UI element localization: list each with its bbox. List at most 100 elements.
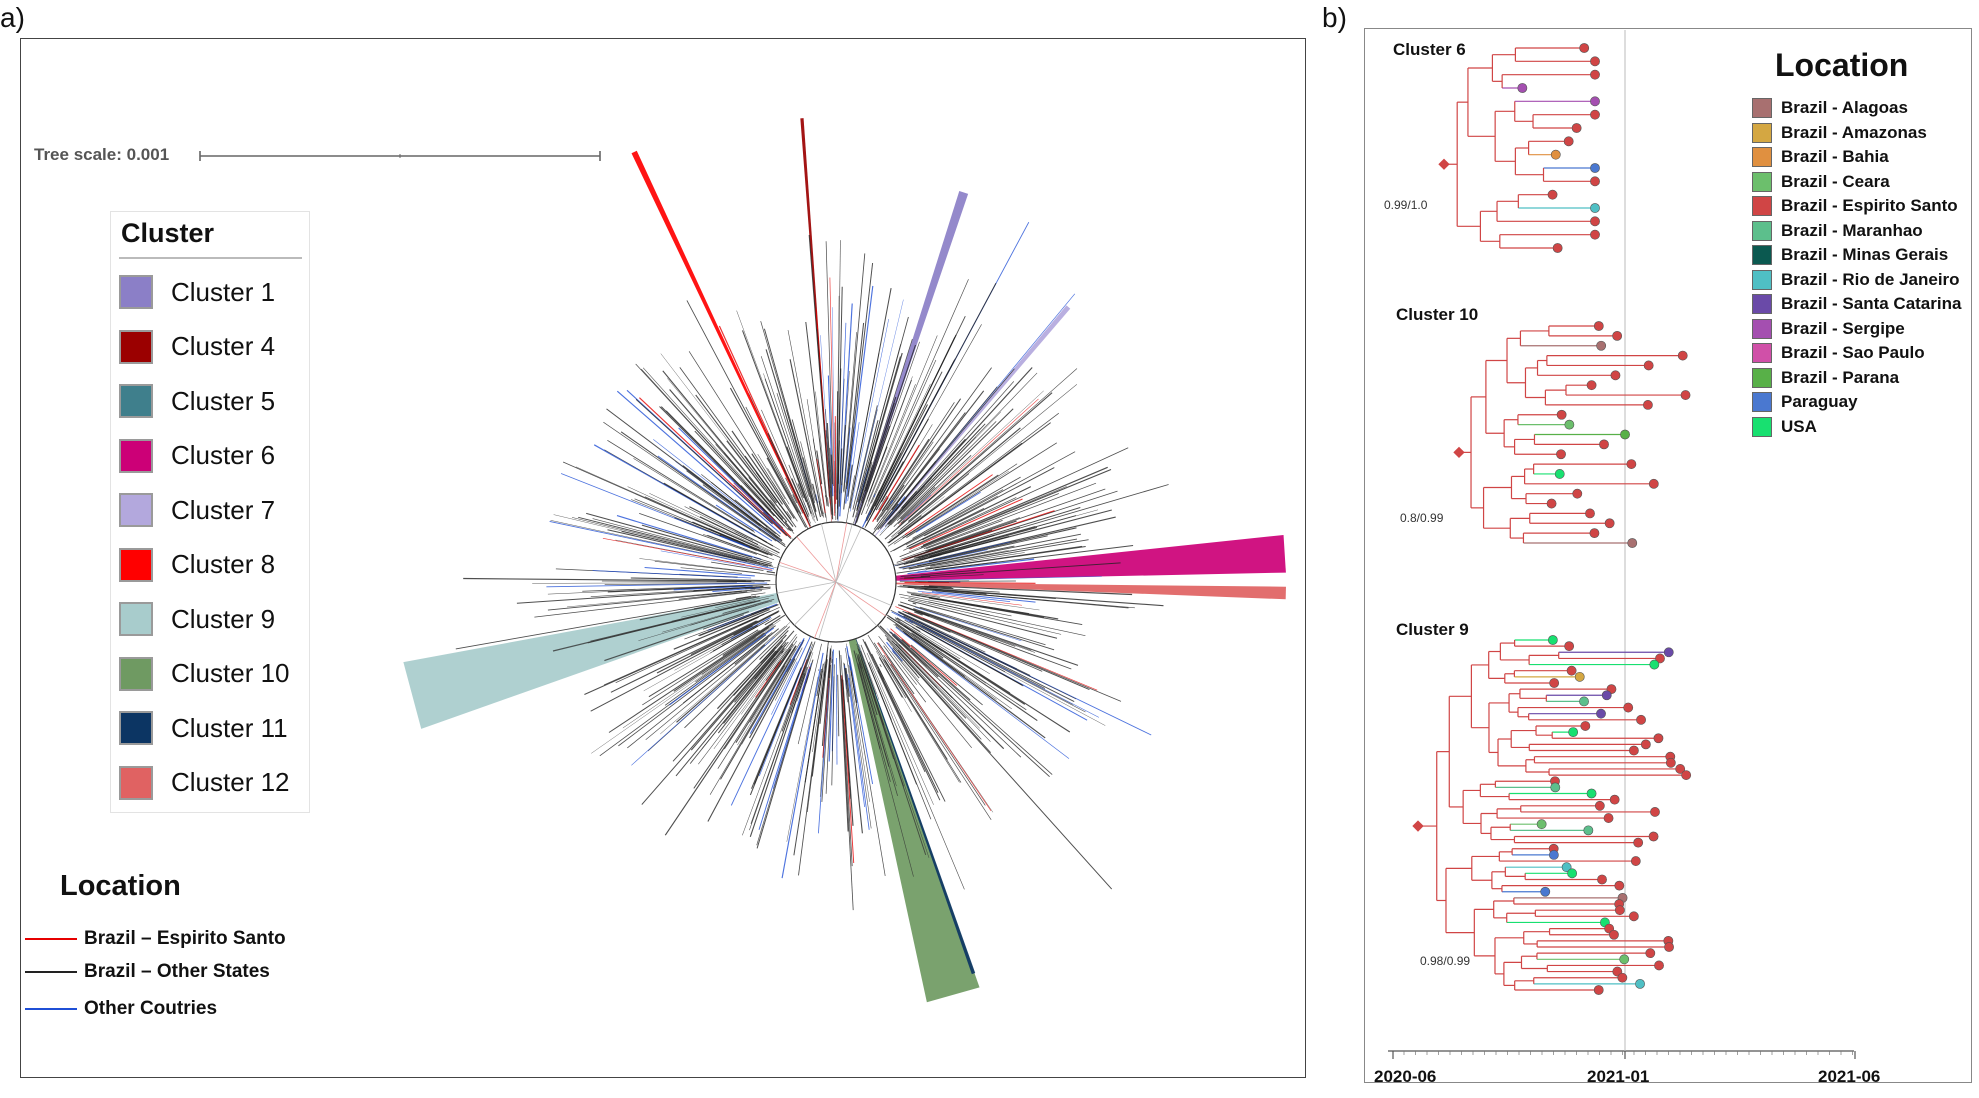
- location-swatch: [1752, 294, 1772, 314]
- tip-node: [1552, 243, 1563, 253]
- tip-node: [1675, 764, 1686, 774]
- tip-node: [1636, 714, 1646, 725]
- cluster-legend-label: Cluster 6: [171, 440, 276, 470]
- tip-node: [1599, 439, 1609, 450]
- cluster-9-tree: [1412, 635, 1692, 995]
- location-line-swatch: [25, 938, 77, 940]
- tip-node: [1597, 874, 1607, 885]
- cluster-legend-label: Cluster 1: [171, 276, 276, 307]
- tip-node: [1681, 770, 1692, 780]
- panel-b-legend-item: Brazil - Rio de Janeiro: [1752, 269, 1960, 291]
- tip-node: [1627, 538, 1638, 548]
- tip-node: [1663, 647, 1674, 658]
- tip-node: [1586, 788, 1597, 799]
- tip-node: [1677, 350, 1688, 361]
- panel-b-legend-label: Brazil - Rio de Janeiro: [1781, 269, 1960, 289]
- panel-b-legend-label: USA: [1781, 416, 1817, 436]
- panel-b-legend-title: Location: [1775, 47, 1909, 83]
- panel-b-legend-label: Brazil - Sao Paulo: [1781, 343, 1925, 362]
- tip-node: [1593, 321, 1604, 331]
- tip-node: [1589, 528, 1600, 539]
- tip-node: [1619, 954, 1630, 965]
- cluster-legend-item: Cluster 9: [119, 599, 275, 639]
- tip-node: [1549, 678, 1560, 688]
- tip-node: [1583, 825, 1594, 836]
- panel-b-legend-item: Brazil - Espirito Santo: [1752, 195, 1958, 217]
- tree-scale-bar: [199, 151, 601, 161]
- cluster-9-support: 0.98/0.99: [1420, 954, 1471, 968]
- panel-b-label: b): [1322, 2, 1347, 33]
- tip-node: [1566, 665, 1577, 676]
- panel-b-legend-label: Brazil - Bahia: [1781, 147, 1889, 166]
- cluster-swatch: [119, 384, 153, 418]
- tip-node: [1680, 390, 1691, 400]
- panel-b-legend-item: Brazil - Ceara: [1752, 171, 1890, 193]
- panel-b-legend-item: Brazil - Sergipe: [1752, 318, 1905, 340]
- tip-node: [1564, 641, 1575, 652]
- tip-node: [1612, 330, 1623, 341]
- cluster-legend-item: Cluster 4: [119, 327, 275, 367]
- panel-a-label: a): [0, 2, 25, 33]
- cluster-10-tree: [1453, 321, 1691, 548]
- panel-b-legend-item: Brazil - Parana: [1752, 367, 1899, 389]
- tip-node: [1590, 229, 1600, 240]
- tip-node: [1648, 831, 1659, 842]
- cluster-6-tree: [1438, 43, 1600, 253]
- location-legend-item: Brazil – Other States: [25, 961, 270, 983]
- cluster-legend-label: Cluster 7: [171, 494, 276, 525]
- tip-node: [1554, 469, 1565, 479]
- root-node: [1412, 820, 1424, 832]
- tip-node: [1620, 429, 1630, 440]
- axis-tick-label: 2020-06: [1374, 1067, 1437, 1086]
- tip-node: [1550, 782, 1561, 793]
- panel-b-frame: [1364, 28, 1972, 1083]
- location-swatch: [1752, 220, 1772, 241]
- cluster-legend-item: Cluster 5: [119, 381, 275, 421]
- panel-b-legend-label: Brazil - Sergipe: [1781, 318, 1905, 338]
- panel-b-legend-item: USA: [1752, 416, 1817, 438]
- location-legend-item: Brazil – Espirito Santo: [25, 928, 286, 950]
- cluster-legend-label: Cluster 11: [171, 712, 288, 743]
- tip-node: [1593, 985, 1604, 995]
- tip-node: [1640, 739, 1651, 750]
- tip-node: [1614, 905, 1625, 916]
- tip-node: [1517, 83, 1528, 93]
- location-legend-title: Location: [60, 870, 181, 902]
- cluster-swatch: [119, 711, 153, 745]
- panel-b-legend-item: Brazil - Maranhao: [1752, 220, 1923, 242]
- tip-node: [1617, 972, 1628, 983]
- location-legend-label: Brazil – Espirito Santo: [84, 928, 286, 949]
- location-swatch: [1752, 147, 1772, 167]
- tip-node: [1643, 400, 1653, 410]
- tip-node: [1601, 690, 1612, 701]
- location-swatch: [1752, 196, 1772, 216]
- location-swatch: [1752, 318, 1772, 339]
- clade-wedge: [895, 534, 1286, 581]
- tip-node: [1590, 109, 1600, 120]
- tip-node: [1550, 149, 1561, 160]
- cluster-swatch: [119, 275, 153, 309]
- tip-node: [1645, 948, 1656, 959]
- tip-node: [1654, 960, 1664, 971]
- root-node: [1453, 446, 1465, 459]
- tip-node: [1572, 488, 1583, 499]
- tip-node: [1547, 189, 1558, 200]
- panel-b-legend-label: Brazil - Maranhao: [1781, 220, 1923, 240]
- location-legend-label: Brazil – Other States: [84, 961, 270, 982]
- cluster-legend-item: Cluster 10: [119, 654, 290, 694]
- tip-node: [1610, 370, 1621, 381]
- tip-node: [1585, 508, 1595, 519]
- tip-node: [1630, 856, 1641, 866]
- tip-node: [1579, 43, 1590, 53]
- location-swatch: [1752, 416, 1772, 437]
- cluster-swatch: [119, 656, 153, 691]
- panel-b-legend-item: Brazil - Bahia: [1752, 146, 1889, 168]
- cluster-legend-label: Cluster 12: [171, 767, 290, 797]
- tip-node: [1574, 671, 1585, 682]
- tip-node: [1633, 837, 1644, 848]
- cluster-legend-label: Cluster 8: [171, 549, 276, 579]
- cluster-10-title: Cluster 10: [1396, 305, 1479, 324]
- location-swatch: [1752, 122, 1772, 143]
- tip-node: [1665, 757, 1676, 768]
